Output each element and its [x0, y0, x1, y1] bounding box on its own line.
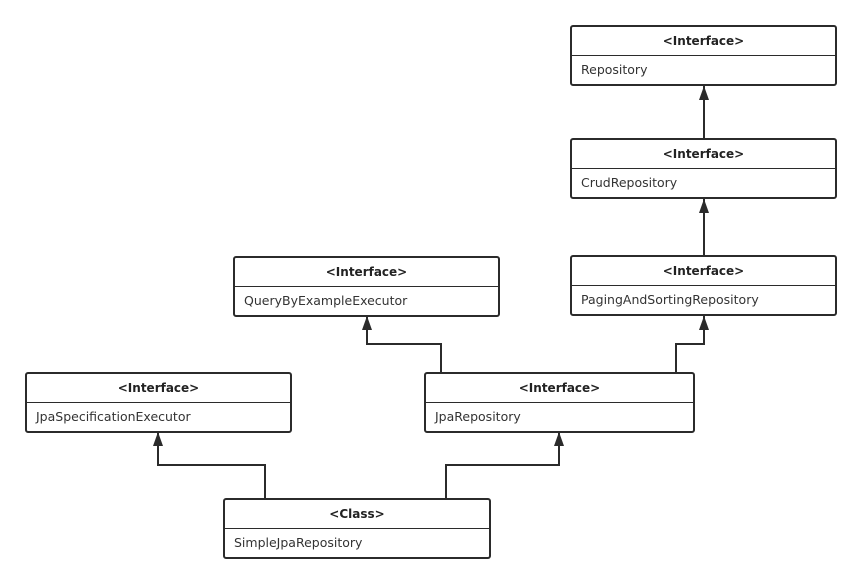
edge-simple-to-jpa: [445, 432, 560, 498]
stereotype-label: <Interface>: [27, 374, 290, 403]
crud-repository-interface-box[interactable]: <Interface> CrudRepository: [570, 138, 837, 199]
stereotype-label: <Class>: [225, 500, 489, 529]
edge-simple-to-jpaspec: [157, 432, 266, 498]
stereotype-label: <Interface>: [426, 374, 693, 403]
interface-name: Repository: [581, 62, 648, 77]
stereotype-label: <Interface>: [572, 257, 835, 286]
repository-interface-box[interactable]: <Interface> Repository: [570, 25, 837, 86]
interface-name: CrudRepository: [581, 175, 678, 190]
arrowhead-jpa: [554, 432, 564, 446]
stereotype-label: <Interface>: [572, 27, 835, 56]
interface-name: QueryByExampleExecutor: [244, 293, 408, 308]
paging-and-sorting-repository-interface-box[interactable]: <Interface> PagingAndSortingRepository: [570, 255, 837, 316]
edge-jpa-to-qbe: [366, 316, 442, 372]
arrowhead-paging: [699, 316, 709, 330]
stereotype-label: <Interface>: [572, 140, 835, 169]
interface-name: JpaSpecificationExecutor: [36, 409, 191, 424]
stereotype-label: <Interface>: [235, 258, 498, 287]
jpa-specification-executor-interface-box[interactable]: <Interface> JpaSpecificationExecutor: [25, 372, 292, 433]
arrowhead-crud: [699, 199, 709, 213]
interface-name: PagingAndSortingRepository: [581, 292, 759, 307]
interface-name: JpaRepository: [435, 409, 521, 424]
arrowhead-repository: [699, 86, 709, 100]
edge-jpa-to-paging: [675, 316, 705, 372]
simple-jpa-repository-class-box[interactable]: <Class> SimpleJpaRepository: [223, 498, 491, 559]
class-name: SimpleJpaRepository: [234, 535, 363, 550]
arrowhead-jpaspec: [153, 432, 163, 446]
arrowhead-qbe: [362, 316, 372, 330]
jpa-repository-interface-box[interactable]: <Interface> JpaRepository: [424, 372, 695, 433]
query-by-example-executor-interface-box[interactable]: <Interface> QueryByExampleExecutor: [233, 256, 500, 317]
